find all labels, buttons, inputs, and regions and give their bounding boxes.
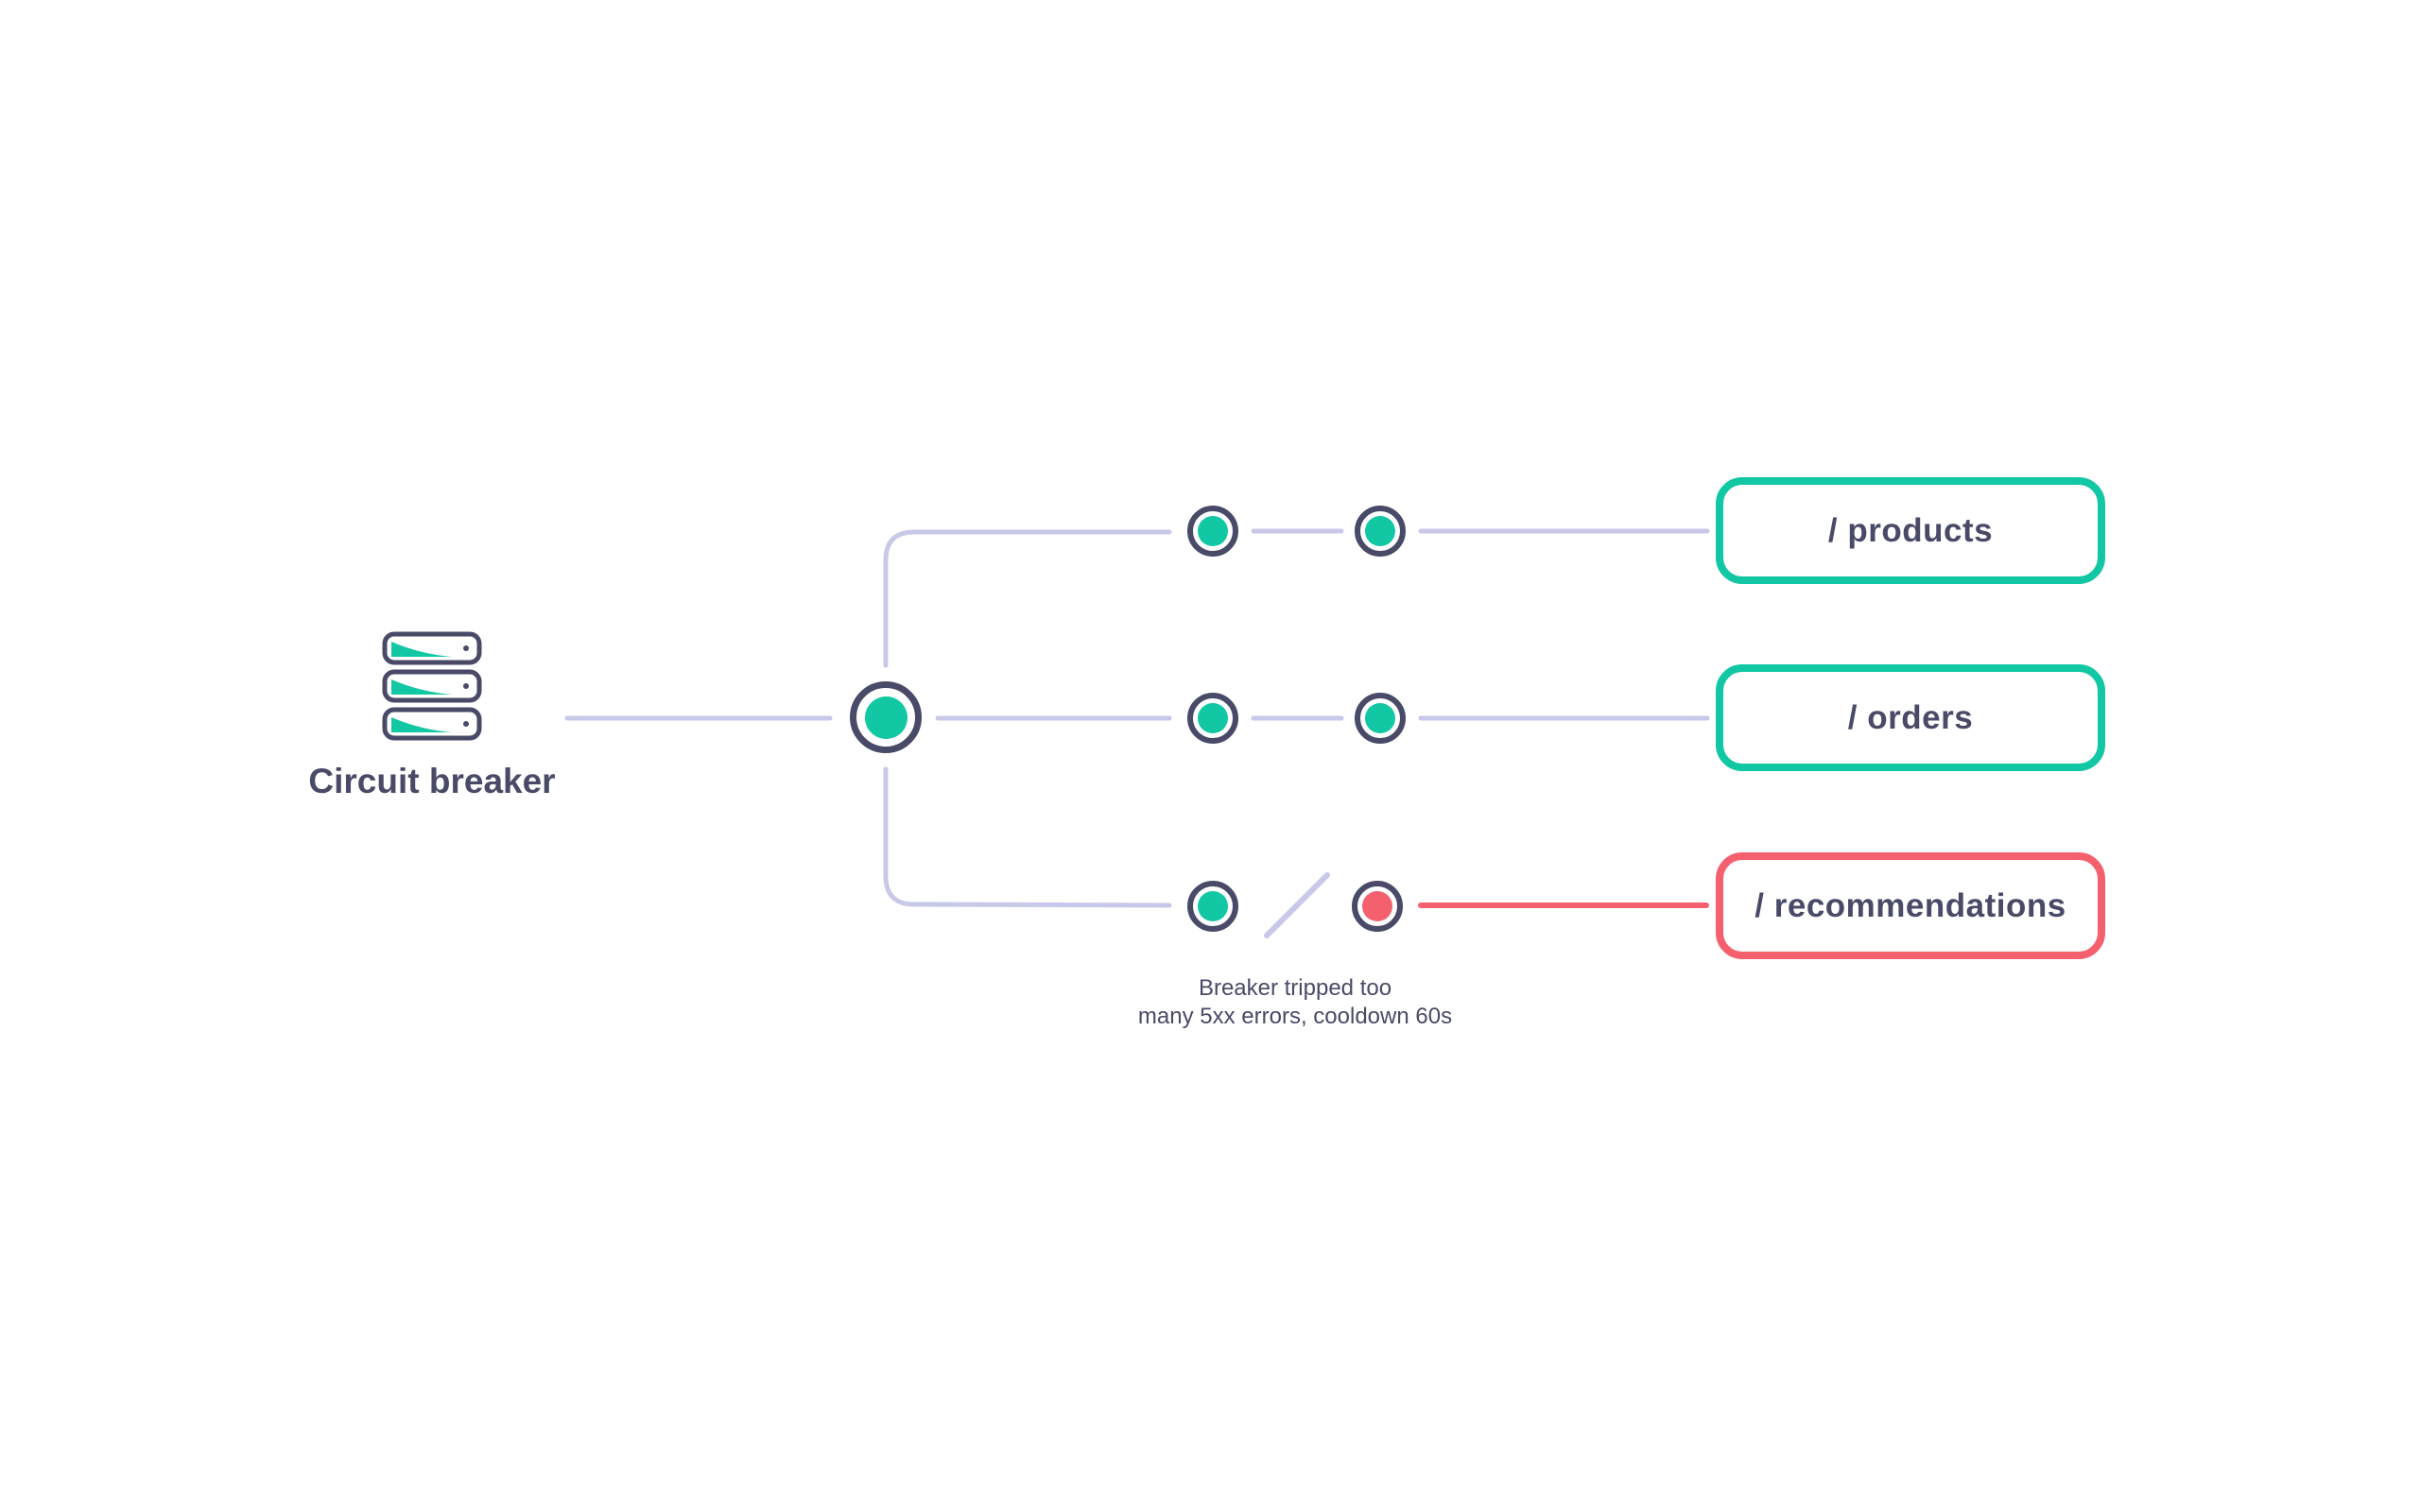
status-dot-healthy [1365,516,1395,546]
caption-line-2: many 5xx errors, cooldown 60s [1137,1004,1453,1029]
status-node-orders-1 [1187,693,1238,744]
server-stack-icon [382,631,482,741]
wire-branch-bottom [883,766,1172,908]
status-dot-healthy [1198,703,1228,733]
status-node-orders-2 [1355,693,1406,744]
breaker-tripped-caption: Breaker tripped too many 5xx errors, coo… [1106,974,1484,1031]
status-dot-healthy [1198,516,1228,546]
endpoint-recommendations-label: / recommendations [1754,886,2066,924]
endpoint-products-label: / products [1827,511,1994,549]
status-dot-error [1362,891,1392,921]
wire-branch-top [883,529,1172,668]
status-node-recommendations-1 [1187,881,1238,932]
breaker-node [850,681,922,753]
status-dot-healthy [1198,891,1228,921]
endpoint-products: / products [1716,477,2105,584]
caption-line-1: Breaker tripped too [1198,975,1392,1001]
breaker-node-status-dot [864,696,908,739]
status-node-recommendations-2 [1352,881,1403,932]
endpoint-orders: / orders [1716,664,2105,771]
source-label: Circuit breaker [308,762,556,800]
status-dot-healthy [1365,703,1395,733]
status-node-products-2 [1355,506,1406,557]
endpoint-orders-label: / orders [1847,698,1974,736]
broken-connection-slash-icon [1264,872,1330,938]
endpoint-recommendations: / recommendations [1716,852,2105,959]
status-node-products-1 [1187,506,1238,557]
